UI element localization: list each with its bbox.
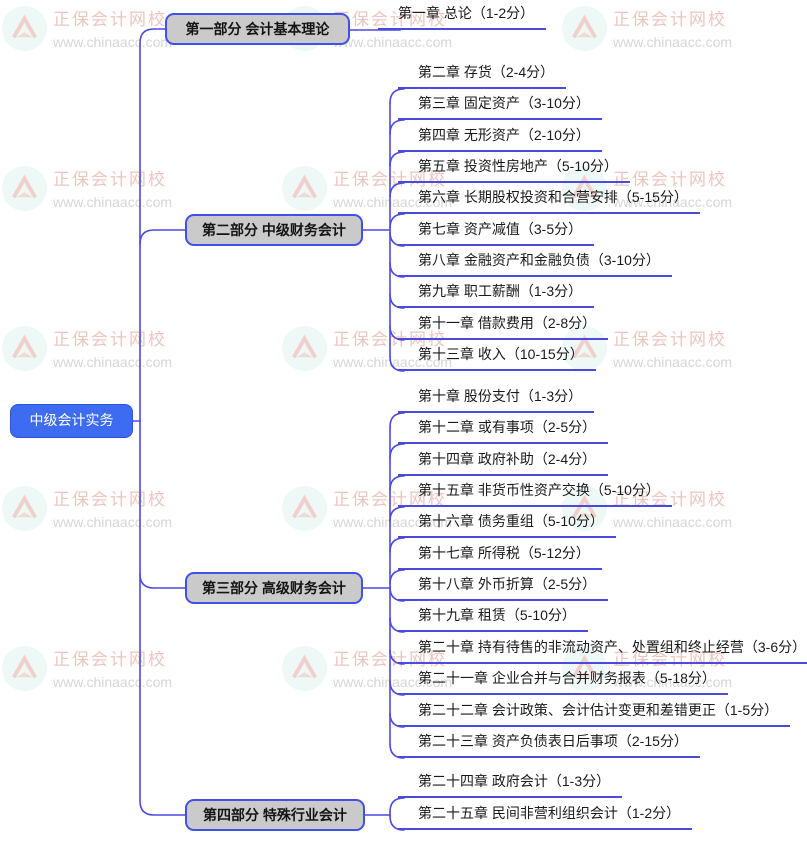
chapter-node: 第二十五章 民间非营利组织会计（1-2分）: [398, 803, 693, 830]
chapter-node: 第十八章 外币折算（2-5分）: [398, 574, 609, 601]
chapter-node: 第三章 固定资产（3-10分）: [398, 93, 602, 120]
chapter-node: 第十章 股份支付（1-3分）: [398, 386, 595, 413]
chapter-node: 第二十章 持有待售的非流动资产、处置组和终止经营（3-6分）: [398, 637, 807, 664]
chapter-node: 第二十三章 资产负债表日后事项（2-15分）: [398, 731, 700, 758]
chapter-node: 第十三章 收入（10-15分）: [398, 344, 596, 371]
chapter-node: 第七章 资产减值（3-5分）: [398, 219, 595, 246]
chapter-node: 第十七章 所得税（5-12分）: [398, 543, 602, 570]
chapter-node: 第二十四章 政府会计（1-3分）: [398, 771, 623, 798]
chapter-node: 第四章 无形资产（2-10分）: [398, 125, 602, 152]
chapter-node: 第八章 金融资产和金融负债（3-10分）: [398, 250, 672, 277]
part-node-3: 第三部分 高级财务会计: [185, 572, 363, 604]
chapter-node: 第二十二章 会计政策、会计估计变更和差错更正（1-5分）: [398, 700, 791, 727]
chapter-node: 第十二章 或有事项（2-5分）: [398, 417, 609, 444]
chapter-node: 第五章 投资性房地产（5-10分）: [398, 156, 630, 183]
chapter-node: 第十九章 租赁（5-10分）: [398, 605, 588, 632]
chapter-node: 第九章 职工薪酬（1-3分）: [398, 281, 595, 308]
chapter-node: 第十一章 借款费用（2-8分）: [398, 313, 609, 340]
chapter-node: 第一章 总论（1-2分）: [378, 3, 547, 30]
chapter-node: 第二章 存货（2-4分）: [398, 62, 567, 89]
root-node: 中级会计实务: [10, 404, 133, 438]
chapter-node: 第十五章 非货币性资产交换（5-10分）: [398, 480, 672, 507]
chapter-node: 第六章 长期股权投资和合营安排（5-15分）: [398, 187, 700, 214]
part-node-2: 第二部分 中级财务会计: [185, 214, 363, 246]
chapter-node: 第十四章 政府补助（2-4分）: [398, 449, 609, 476]
chapter-node: 第十六章 债务重组（5-10分）: [398, 511, 616, 538]
chapter-node: 第二十一章 企业合并与合并财务报表（5-18分）: [398, 668, 728, 695]
part-node-4: 第四部分 特殊行业会计: [185, 799, 365, 831]
